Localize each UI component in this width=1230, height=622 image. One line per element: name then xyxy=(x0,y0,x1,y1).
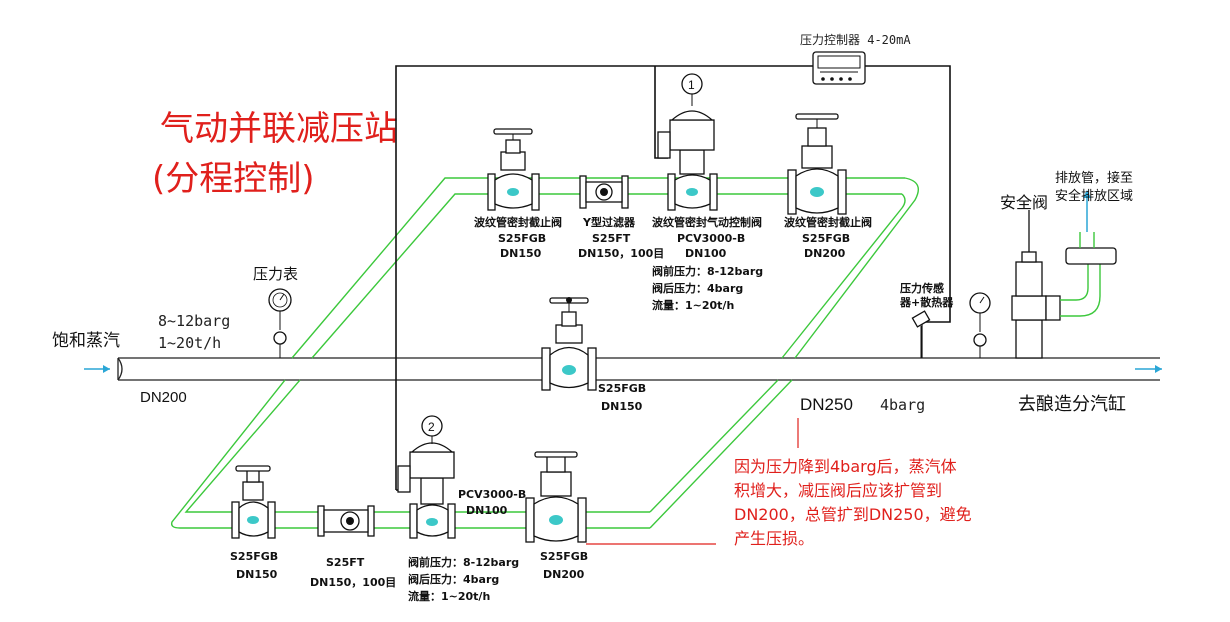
upper-strainer-size: DN150，100目 xyxy=(578,247,664,260)
upper-inlet-valve-name: 波纹管密封截止阀 xyxy=(474,215,562,229)
bypass-globe-valve xyxy=(541,297,597,391)
inlet-gauge-label: 压力表 xyxy=(253,266,298,283)
lower-control-valve-pre-pressure: 阀前压力：8-12barg xyxy=(408,555,519,569)
vent-pipe xyxy=(1060,190,1117,317)
outlet-label: 去酿造分汽缸 xyxy=(1018,393,1126,414)
sensor-label-line2: 器+散热器 xyxy=(899,295,954,309)
lower-inlet-valve-model: S25FGB xyxy=(230,550,278,563)
bypass-valve-model: S25FGB xyxy=(598,382,646,395)
pressure-sensor xyxy=(911,310,931,358)
upper-inlet-globe-valve xyxy=(487,128,540,211)
flow-arrow-out xyxy=(1135,365,1162,373)
upper-control-valve-pre-pressure: 阀前压力：8-12barg xyxy=(652,264,763,278)
upper-outlet-valve-model: S25FGB xyxy=(802,232,850,245)
upper-control-valve-model: PCV3000-B xyxy=(677,232,745,245)
outlet-pressure: 4barg xyxy=(880,396,925,414)
lower-strainer-size: DN150，100目 xyxy=(310,576,396,589)
lower-pneumatic-control-valve xyxy=(397,415,456,539)
upper-control-valve-name: 波纹管密封气动控制阀 xyxy=(652,215,762,229)
upper-strainer-name: Y型过滤器 xyxy=(582,215,636,229)
upper-control-valve-post-pressure: 阀后压力：4barg xyxy=(652,281,743,295)
outlet-size: DN250 xyxy=(800,395,853,414)
outlet-pressure-gauge xyxy=(969,292,991,358)
lower-y-strainer xyxy=(317,505,375,537)
lower-control-valve-flow: 流量：1~20t/h xyxy=(408,589,490,603)
lower-branch-pipe xyxy=(170,379,793,529)
upper-outlet-valve-name: 波纹管密封截止阀 xyxy=(784,215,872,229)
inlet-size: DN200 xyxy=(140,389,187,406)
note-line2: 积增大，减压阀后应该扩管到 xyxy=(734,481,942,500)
inlet-label: 饱和蒸汽 xyxy=(52,331,120,350)
lower-outlet-globe-valve xyxy=(525,451,587,543)
upper-control-valve-flow: 流量：1~20t/h xyxy=(652,298,734,312)
title-line1: 气动并联减压站 xyxy=(160,109,398,149)
vent-label-line1: 排放管，接至 xyxy=(1055,170,1133,185)
upper-branch-pipe xyxy=(291,177,919,359)
flow-arrow-in xyxy=(84,365,110,373)
annotation-leader xyxy=(586,418,799,545)
pressure-controller xyxy=(812,51,866,85)
upper-inlet-valve-size: DN150 xyxy=(500,247,542,260)
bypass-valve-size: DN150 xyxy=(601,400,643,413)
note-line4: 产生压损。 xyxy=(734,529,814,548)
inlet-pressure-gauge xyxy=(268,288,292,358)
upper-inlet-valve-model: S25FGB xyxy=(498,232,546,245)
lower-outlet-valve-model: S25FGB xyxy=(540,550,588,563)
upper-pneumatic-control-valve xyxy=(657,73,718,211)
upper-outlet-globe-valve xyxy=(787,113,847,215)
lower-inlet-globe-valve xyxy=(231,465,276,539)
inlet-pressure: 8~12barg xyxy=(158,312,230,330)
lower-control-valve-post-pressure: 阀后压力：4barg xyxy=(408,572,499,586)
upper-outlet-valve-size: DN200 xyxy=(804,247,846,260)
vent-label-line2: 安全排放区域 xyxy=(1055,188,1133,203)
lower-strainer-model: S25FT xyxy=(326,556,365,569)
note-line3: DN200，总管扩到DN250，避免 xyxy=(734,505,972,524)
relief-valve-label: 安全阀 xyxy=(1000,194,1048,212)
lower-outlet-valve-size: DN200 xyxy=(543,568,585,581)
lower-control-valve-size: DN100 xyxy=(466,504,508,517)
upper-control-valve-size: DN100 xyxy=(685,247,727,260)
safety-relief-valve xyxy=(1011,210,1061,359)
lower-inlet-valve-size: DN150 xyxy=(236,568,278,581)
control-valve-2-tag: 2 xyxy=(428,420,435,434)
controller-label: 压力控制器 4-20mA xyxy=(800,33,911,47)
upper-strainer-model: S25FT xyxy=(592,232,631,245)
title-line2: (分程控制) xyxy=(152,159,315,199)
control-valve-1-tag: 1 xyxy=(688,78,695,92)
sensor-label-line1: 压力传感 xyxy=(900,281,944,295)
note-line1: 因为压力降到4barg后，蒸汽体 xyxy=(734,457,957,476)
upper-y-strainer xyxy=(579,175,629,209)
main-header-pipe xyxy=(117,357,1160,381)
lower-control-valve-model: PCV3000-B xyxy=(458,488,526,501)
inlet-flow: 1~20t/h xyxy=(158,334,221,352)
